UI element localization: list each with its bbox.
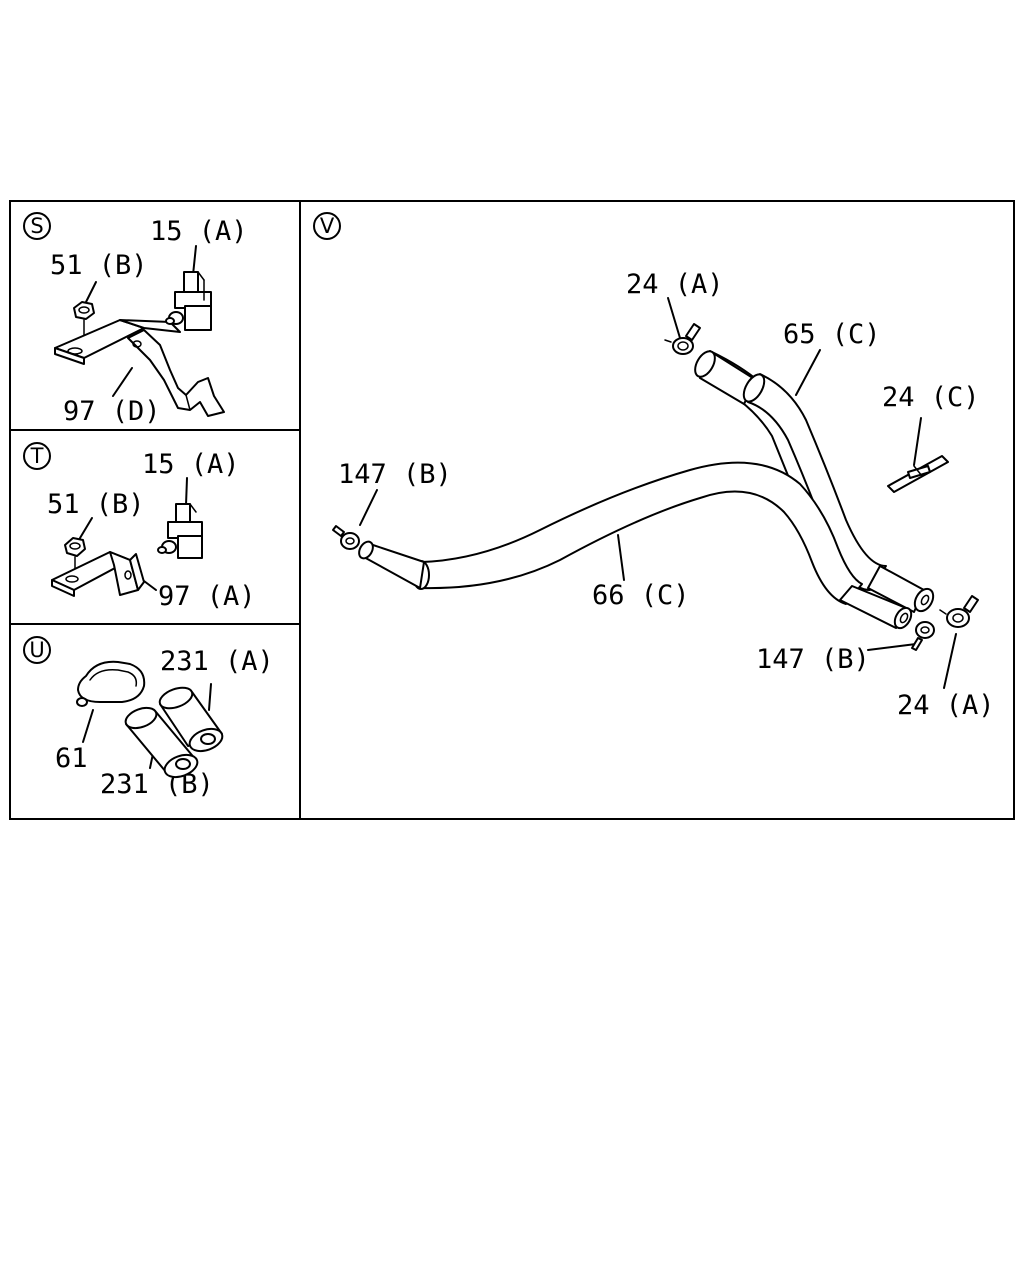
diagram-frame (9, 200, 1015, 820)
section-u-marker: U (29, 638, 44, 662)
part-label-147b-right: 147 (B) (756, 644, 870, 675)
clamp-part (911, 621, 935, 651)
bracket-part (51, 551, 145, 597)
part-label-51b: 51 (B) (50, 250, 148, 281)
nut-part (73, 301, 95, 341)
leader-line (795, 349, 821, 396)
part-label-24a-right: 24 (A) (897, 690, 995, 721)
leader-line (85, 281, 97, 303)
section-u-marker-circle (23, 636, 51, 664)
leader-line (867, 643, 917, 651)
part-label-15a: 15 (A) (150, 216, 248, 247)
bracket-part (54, 319, 225, 417)
section-s: S 15 (A) 51 (B) 97 (D) (23, 212, 248, 427)
part-label-147b-left: 147 (B) (338, 459, 452, 490)
leader-line (112, 367, 133, 397)
part-label-97a: 97 (A) (158, 581, 256, 612)
section-s-marker-circle (23, 212, 51, 240)
leader-line (192, 245, 197, 276)
hose-lower-part (358, 461, 913, 630)
band-part (887, 455, 949, 493)
clamp-part (332, 525, 360, 550)
section-v: V 24 (A) 65 (C) 24 (C) 147 (B) 66 (C) 14… (313, 212, 995, 721)
part-label-97d: 97 (D) (63, 396, 161, 427)
section-v-marker-circle (313, 212, 341, 240)
part-label-15a: 15 (A) (142, 449, 240, 480)
part-label-51b: 51 (B) (47, 489, 145, 520)
clip-part (165, 271, 212, 331)
leader-line (359, 489, 378, 526)
clamp-part (939, 595, 979, 628)
section-t-marker: T (30, 444, 44, 468)
hose-upper-part (694, 350, 935, 613)
section-t: T 15 (A) 51 (B) 97 (A) (23, 442, 256, 612)
section-s-marker: S (30, 214, 43, 238)
part-label-66c: 66 (C) (592, 580, 690, 611)
leader-line (185, 477, 188, 506)
leader-line (617, 534, 625, 581)
part-label-231a: 231 (A) (160, 646, 274, 677)
section-u: U 231 (A) 61 231 (B) (23, 636, 274, 800)
leader-line (208, 683, 212, 711)
part-label-24a-top: 24 (A) (626, 269, 724, 300)
tube-part (124, 706, 199, 779)
tube-part (158, 686, 224, 753)
section-v-marker: V (320, 214, 335, 238)
part-label-61: 61 (55, 743, 88, 774)
clamp-part (664, 323, 701, 355)
leader-line (667, 297, 681, 339)
leader-line (79, 517, 93, 539)
part-label-65c: 65 (C) (783, 319, 881, 350)
grommet-part (76, 660, 146, 707)
section-t-marker-circle (23, 442, 51, 470)
leader-line (943, 633, 957, 689)
leader-line (913, 417, 922, 466)
part-label-24c: 24 (C) (882, 382, 980, 413)
clip-part (157, 503, 203, 559)
part-label-231b: 231 (B) (100, 769, 214, 800)
leader-line (82, 709, 94, 743)
